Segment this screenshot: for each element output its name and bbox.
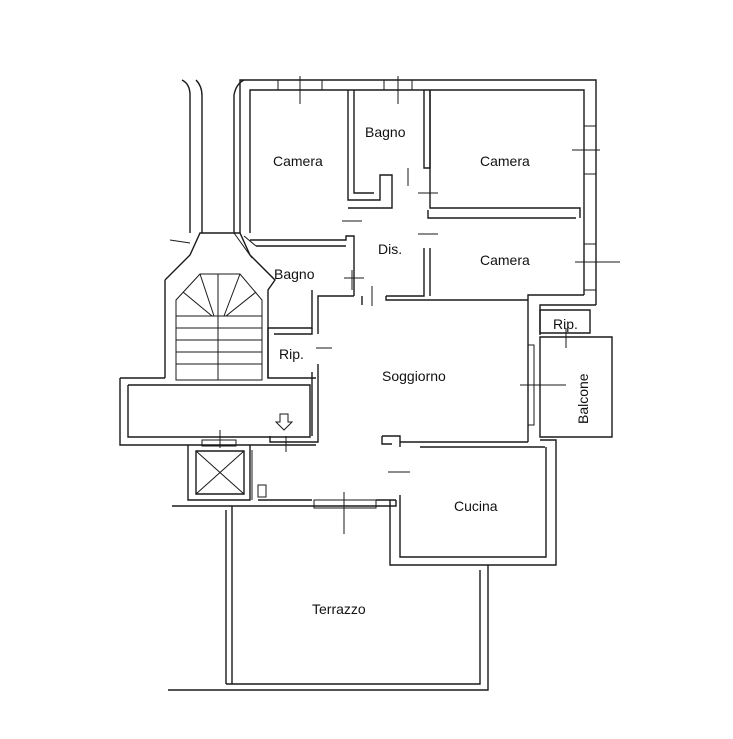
internal-walls [250,90,613,447]
windows [277,79,597,291]
room-label-rip-east: Rip. [553,316,578,332]
lower-walls [168,499,489,691]
room-label-soggiorno: Soggiorno [382,368,446,384]
door-marks [219,76,620,534]
stair-icon [119,232,316,446]
room-label-camera-nw: Camera [273,153,323,169]
room-label-camera-ne: Camera [480,153,530,169]
room-label-camera-e: Camera [480,252,530,268]
room-label-bagno-mid: Bagno [274,266,315,282]
room-label-terrazzo: Terrazzo [312,601,366,617]
outer-walls [239,79,597,566]
room-label-bagno-top: Bagno [365,124,406,140]
room-label-balcone: Balcone [575,373,591,424]
elevator-icon [187,439,267,501]
room-label-dis: Dis. [378,241,402,257]
room-label-rip-west: Rip. [279,346,304,362]
arrow-down-icon [274,413,294,431]
duct [181,79,245,233]
room-label-cucina: Cucina [454,498,498,514]
